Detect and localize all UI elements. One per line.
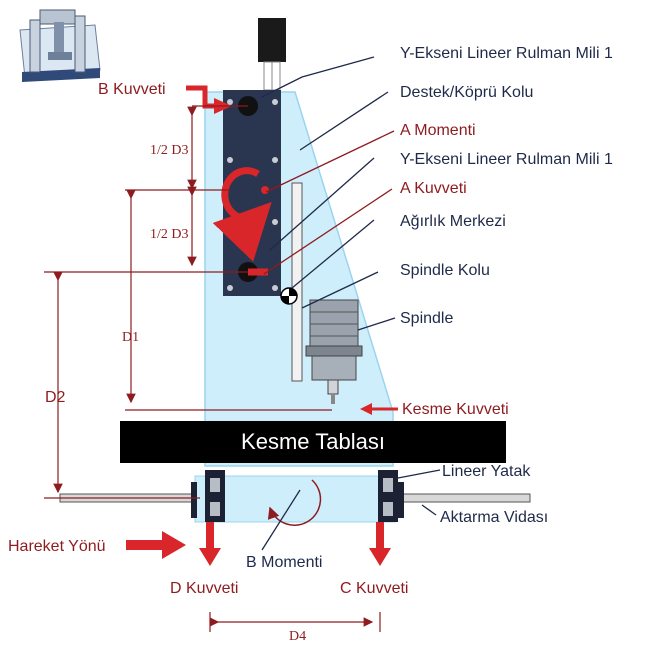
a-force-label: A Kuvveti <box>400 180 467 197</box>
d1-label: D1 <box>122 330 139 345</box>
cutting-table <box>120 421 506 463</box>
cnc-machine-thumbnail-icon <box>12 4 104 84</box>
a-moment-label: A Momenti <box>400 122 476 139</box>
b-moment-arrow <box>267 479 322 526</box>
center-of-gravity-label: Ağırlık Merkezi <box>400 213 506 230</box>
y-axis-motor <box>258 18 286 91</box>
c-force-label: C Kuvveti <box>340 580 408 597</box>
d-force-arrow <box>199 522 221 566</box>
a-moment-arrow <box>212 167 272 262</box>
movement-direction-arrow <box>126 531 186 559</box>
spindle-arm-rail <box>291 182 303 382</box>
linear-bearing-label: Lineer Yatak <box>442 463 531 480</box>
y-axis-shaft-top-label: Y-Ekseni Lineer Rulman Mili 1 <box>400 45 613 62</box>
cutting-table-label: Kesme Tablası <box>241 429 385 454</box>
d2-label: D2 <box>45 389 66 406</box>
leader-lines-navy <box>261 56 441 551</box>
b-moment-label: B Momenti <box>246 554 322 571</box>
cutting-force-arrow <box>360 403 398 415</box>
spindle-arm-label: Spindle Kolu <box>400 262 490 279</box>
leader-lines-red <box>263 130 395 275</box>
center-of-gravity-icon <box>280 287 298 305</box>
support-arm-label: Destek/Köprü Kolu <box>400 84 533 101</box>
linear-bearing-block <box>191 470 404 523</box>
movement-direction-label: Hareket Yönü <box>8 538 106 555</box>
d-force-label: D Kuvveti <box>170 580 238 597</box>
y-axis-shaft-mid-label: Y-Ekseni Lineer Rulman Mili 1 <box>400 151 613 168</box>
half-d3-top-label: 1/2 D3 <box>150 143 189 158</box>
half-d3-bottom-label: 1/2 D3 <box>150 227 189 242</box>
drive-screw-label: Aktarma Vidası <box>440 509 548 526</box>
spindle-label: Spindle <box>400 310 453 327</box>
c-force-arrow <box>369 522 391 566</box>
dimension-lines <box>44 105 381 632</box>
cutting-force-label: Kesme Kuvveti <box>402 401 509 418</box>
d4-label: D4 <box>289 629 306 644</box>
b-force-label: B Kuvveti <box>98 81 166 98</box>
spindle-motor <box>305 299 363 404</box>
